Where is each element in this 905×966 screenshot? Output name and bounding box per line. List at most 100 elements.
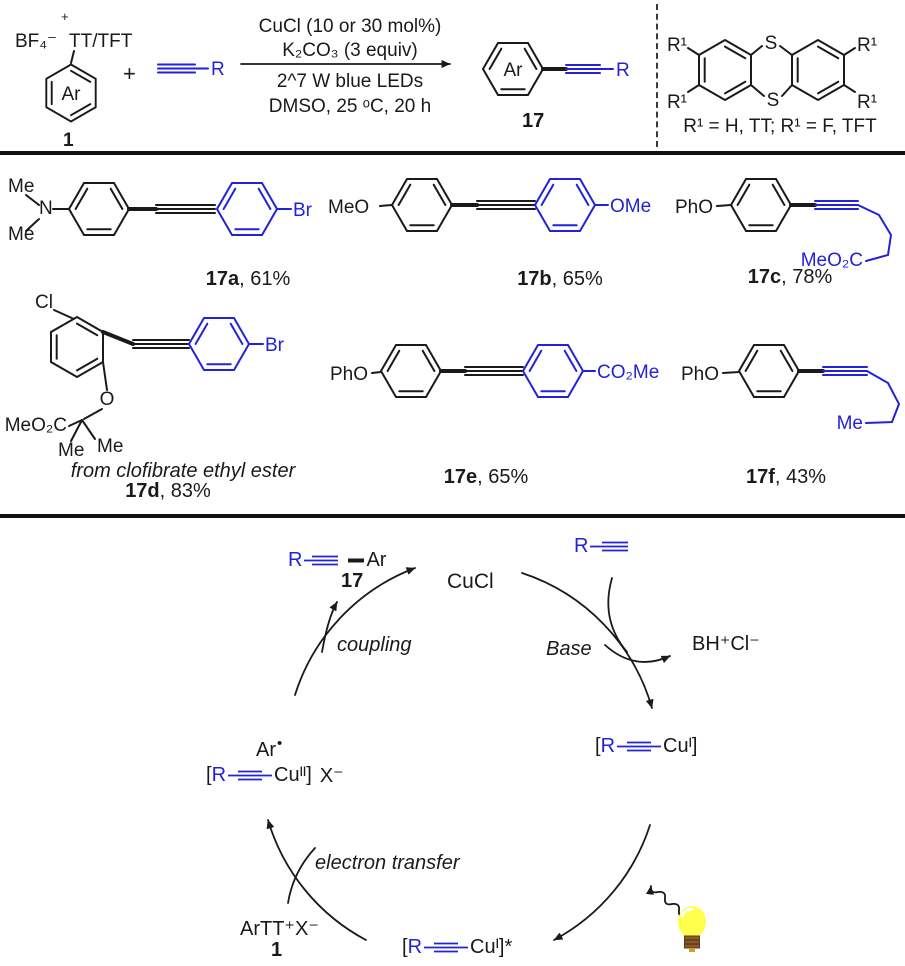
positive-charge: +: [61, 9, 69, 24]
n-label: N: [39, 198, 53, 219]
r-label: R: [407, 936, 423, 958]
bracket-open: [: [402, 936, 408, 958]
yield-value: , 65%: [477, 466, 529, 488]
structure-17b: MeO OMe: [328, 178, 651, 232]
cycle-alkyne-formula: R: [574, 535, 630, 558]
me-label: Me: [58, 440, 84, 461]
cycle-product-number: 17: [341, 570, 364, 592]
me-label: Me: [8, 176, 34, 197]
r1-bottom-left: R¹: [667, 92, 687, 113]
aryl-label: Ar: [504, 60, 524, 81]
byproduct-label: BH⁺Cl⁻: [692, 633, 760, 655]
ome-label: OMe: [610, 196, 651, 217]
triple-bond: [304, 555, 339, 566]
yield-value: , 61%: [239, 268, 291, 290]
cu1-label: Cuᴵ]: [663, 735, 698, 757]
bond: [53, 309, 75, 320]
tt-group-label: TT/TFT: [69, 31, 133, 52]
cu2-label: Cuᴵᴵ]: [274, 764, 312, 786]
benzene-ring-blue: [216, 182, 278, 236]
structure-17d: Cl Br O MeO₂C Me Me: [5, 292, 285, 461]
yield-label-17d: 17d, 83%: [98, 480, 238, 503]
compound-id: 17f: [745, 466, 775, 488]
r-label: R: [288, 549, 303, 571]
benzene-ring-blue: [534, 178, 596, 232]
sulfur-top-label: S: [765, 33, 778, 54]
cl-label: Cl: [35, 292, 53, 313]
base-label: Base: [546, 638, 592, 660]
compound-number-1: 1: [63, 130, 74, 151]
section-divider-bottom: [0, 514, 905, 518]
meo-label: MeO: [328, 197, 369, 218]
benzene-ring: [380, 344, 442, 398]
yield-label-17a: 17a, 61%: [178, 268, 318, 291]
light-bulb-icon: [678, 906, 706, 952]
tt-tft-legend: R¹ = H, TT; R¹ = F, TFT: [683, 116, 877, 137]
r1-bottom-right: R¹: [857, 92, 877, 113]
benzene-ring: [68, 182, 130, 236]
structure-17f: PhO Me: [681, 344, 901, 434]
me-label: Me: [97, 436, 123, 457]
cu1-excited-label: Cuᴵ]*: [470, 936, 513, 958]
compound-number-17: 17: [522, 110, 544, 132]
yield-label-17f: 17f, 43%: [716, 466, 856, 489]
ester-label: MeO₂C: [801, 250, 863, 271]
bonds: [70, 50, 75, 64]
compound-id: 17d: [125, 480, 160, 502]
triple-bond: [814, 200, 859, 210]
yield-label-17e: 17e, 65%: [416, 466, 556, 489]
me-label: Me: [837, 413, 863, 434]
triple-bond: [424, 942, 469, 953]
pho-label: PhO: [330, 364, 368, 385]
catalytic-cycle-graphics: [266, 567, 706, 952]
yield-value: , 65%: [551, 268, 603, 290]
condition-line-4: DMSO, 25 ᵒC, 20 h: [268, 96, 432, 117]
counterion-label: BF₄⁻: [15, 31, 57, 52]
thianthrene-structure: S S R¹ R¹ R¹ R¹: [667, 33, 877, 113]
compound-id: 17b: [517, 268, 552, 290]
compound-id: 17c: [747, 266, 782, 288]
counter-anion-label: X⁻: [319, 765, 344, 787]
bracket-open: [: [595, 735, 601, 757]
triple-bond: [155, 204, 216, 214]
r-label: R: [600, 735, 616, 757]
benzene-ring-left: [698, 39, 752, 101]
benzene-ring: [50, 316, 104, 378]
note-17d: from clofibrate ethyl ester: [70, 460, 296, 482]
aryl-source-formula: ArTT⁺X⁻: [240, 918, 319, 940]
bonds: [25, 194, 70, 232]
r1-top-left: R¹: [667, 35, 687, 56]
ester-label: MeO₂C: [5, 415, 67, 436]
triple-bond: [590, 541, 629, 552]
alkyne-triple-bond: [157, 63, 209, 74]
ar-label: Ar: [256, 739, 276, 761]
o-label: O: [100, 389, 115, 410]
yield-label-17b: 17b, 65%: [490, 268, 630, 291]
triple-bond: [476, 200, 536, 210]
br-label: Br: [293, 200, 313, 221]
electron-transfer-curve: [287, 847, 316, 904]
pho-label: PhO: [675, 197, 713, 218]
r-label: R: [211, 764, 227, 786]
benzene-ring: [391, 178, 453, 232]
yield-value: , 43%: [774, 466, 827, 488]
dashed-divider: [656, 4, 658, 147]
bonds: [68, 361, 108, 442]
r-label: R: [574, 535, 589, 557]
r-label: R: [616, 60, 630, 81]
product-17-structure: Ar R 17: [482, 42, 630, 132]
bonds: [687, 45, 856, 97]
bond: [379, 204, 393, 207]
bold-bond: [348, 558, 365, 563]
alkyne-entry-curve: [607, 577, 628, 653]
yield-value: , 83%: [159, 480, 211, 502]
r1-top-right: R¹: [857, 35, 877, 56]
cu1-complex-formula: [ R Cuᴵ]: [595, 735, 697, 758]
radical-dot: •: [277, 735, 283, 752]
aryl-source-number: 1: [271, 939, 283, 961]
triple-bond: [228, 770, 273, 781]
triple-bond: [617, 741, 662, 752]
benzene-ring: [730, 178, 792, 232]
benzene-ring: [738, 344, 800, 398]
sulfur-bottom-label: S: [767, 90, 780, 111]
